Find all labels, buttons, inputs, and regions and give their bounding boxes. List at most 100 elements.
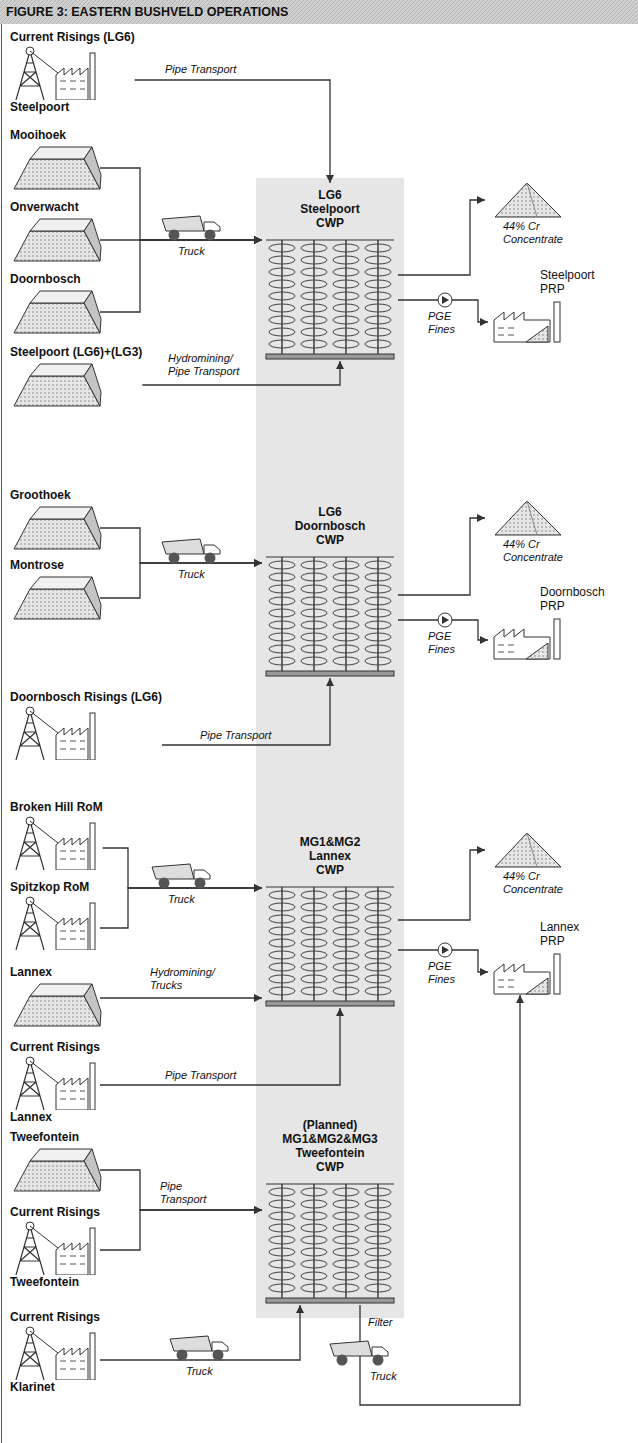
- dump-pile: Mooihoek: [10, 128, 100, 191]
- edge-label: Pipe Transport: [160, 1180, 220, 1206]
- dump-pile: Tweefontein: [10, 1130, 100, 1193]
- dump-pile: Doornbosch: [10, 272, 100, 335]
- mine-shaft: Spitzkop RoM: [10, 880, 100, 950]
- node-label: Doornbosch Risings (LG6): [10, 690, 162, 705]
- mine-shaft: Current RisingsTweefontein: [10, 1205, 100, 1290]
- wash-plant: LG6 Doornbosch CWP: [262, 500, 398, 678]
- flow-line: [100, 1210, 262, 1250]
- node-label: Current Risings: [10, 1310, 100, 1325]
- node-label: Current Risings (LG6): [10, 30, 135, 45]
- flow-line: [100, 1305, 300, 1360]
- flow-line: [100, 1008, 340, 1085]
- node-label: Doornbosch: [10, 272, 100, 287]
- icon-space: [485, 830, 557, 870]
- icon-space: [488, 950, 568, 995]
- icon-space: [10, 360, 100, 408]
- flow-line: [360, 995, 520, 1405]
- dump-pile: Lannex: [10, 965, 100, 1028]
- truck-label: Truck: [370, 1370, 397, 1383]
- node-label: 44% Cr Concentrate: [503, 220, 578, 246]
- icon-space: [10, 1325, 100, 1380]
- icon-space: [10, 1145, 100, 1193]
- edge-label: Pipe Transport: [165, 63, 236, 76]
- node-label: Steelpoort (LG6)+(LG3): [10, 345, 142, 360]
- icon-space: [262, 553, 398, 678]
- node-label: Broken Hill RoM: [10, 800, 103, 815]
- icon-space: [488, 615, 568, 660]
- flow-line: [100, 1170, 262, 1210]
- node-label: LG6 Doornbosch CWP: [290, 505, 370, 547]
- icon-space: [262, 883, 398, 1008]
- concentrate-pile: 44% Cr Concentrate: [485, 498, 578, 564]
- node-label: Lannex: [10, 1110, 100, 1125]
- truck-label: Truck: [168, 893, 195, 906]
- truck-label: Truck: [178, 568, 205, 581]
- flow-line: [100, 240, 262, 312]
- truck-label: Truck: [178, 245, 205, 258]
- node-label: Spitzkop RoM: [10, 880, 100, 895]
- figure-title: FIGURE 3: EASTERN BUSHVELD OPERATIONS: [6, 5, 288, 20]
- node-label: Current Risings: [10, 1040, 100, 1055]
- flow-line: [398, 200, 485, 275]
- node-label: Lannex PRP: [540, 920, 600, 948]
- node-label: MG1&MG2 Lannex CWP: [295, 835, 365, 877]
- icon-space: [262, 1180, 398, 1305]
- edge-label: Hydromining/ Trucks: [150, 966, 225, 992]
- concentrate-pile: 44% Cr Concentrate: [485, 830, 578, 896]
- node-label: Klarinet: [10, 1380, 100, 1395]
- mine-shaft: Broken Hill RoM: [10, 800, 103, 870]
- mine-shaft: Current RisingsLannex: [10, 1040, 100, 1125]
- node-label: Tweefontein: [10, 1275, 100, 1290]
- edge-label: Filter: [368, 1316, 392, 1329]
- recovery-plant: Doornbosch PRP: [488, 585, 607, 660]
- flow-line: [100, 997, 262, 998]
- node-label: LG6 Steelpoort CWP: [290, 188, 370, 230]
- dump-pile: Onverwacht: [10, 200, 100, 263]
- truck-label: Truck: [186, 1365, 213, 1378]
- edge-label: Hydromining/ Pipe Transport: [168, 352, 256, 378]
- wash-plant: LG6 Steelpoort CWP: [262, 183, 398, 361]
- icon-space: [10, 573, 100, 621]
- edge-label: PGE Fines: [428, 310, 462, 336]
- edge-label: Pipe Transport: [200, 729, 271, 742]
- flow-line: [398, 850, 485, 920]
- mine-shaft: Current RisingsKlarinet: [10, 1310, 100, 1395]
- edge-label: PGE Fines: [428, 960, 462, 986]
- node-label: Tweefontein: [10, 1130, 100, 1145]
- node-label: Doornbosch PRP: [540, 585, 607, 613]
- flow-line: [100, 888, 262, 928]
- flow-line: [100, 563, 262, 598]
- node-label: Current Risings: [10, 1205, 100, 1220]
- icon-space: [10, 815, 100, 870]
- icon-space: [488, 298, 568, 343]
- node-label: Groothoek: [10, 488, 100, 503]
- mine-shaft: Current Risings (LG6) Steelpoort: [10, 30, 135, 115]
- concentrate-pile: 44% Cr Concentrate: [485, 180, 578, 246]
- node-label: 44% Cr Concentrate: [503, 870, 578, 896]
- icon-space: [10, 143, 100, 191]
- icon-space: [10, 895, 100, 950]
- recovery-plant: Steelpoort PRP: [488, 268, 602, 343]
- icon-space: [10, 45, 100, 100]
- icon-space: [10, 1055, 100, 1110]
- node-label: Mooihoek: [10, 128, 100, 143]
- node-label: Montrose: [10, 558, 100, 573]
- mine-shaft: Doornbosch Risings (LG6): [10, 690, 162, 760]
- node-label: Steelpoort: [10, 100, 135, 115]
- dump-pile: Montrose: [10, 558, 100, 621]
- flow-line: [100, 528, 262, 563]
- flow-line: [100, 168, 262, 240]
- icon-space: [485, 180, 557, 220]
- wash-plant: (Planned) MG1&MG2&MG3 Tweefontein CWP: [262, 1113, 398, 1305]
- icon-space: [10, 980, 100, 1028]
- node-label: (Planned) MG1&MG2&MG3 Tweefontein CWP: [281, 1118, 379, 1174]
- icon-space: [10, 1220, 100, 1275]
- edge-label: PGE Fines: [428, 630, 462, 656]
- node-label: 44% Cr Concentrate: [503, 538, 578, 564]
- recovery-plant: Lannex PRP: [488, 920, 600, 995]
- flow-line: [135, 80, 330, 183]
- node-label: Lannex: [10, 965, 100, 980]
- icon-space: [485, 498, 557, 538]
- wash-plant: MG1&MG2 Lannex CWP: [262, 830, 398, 1008]
